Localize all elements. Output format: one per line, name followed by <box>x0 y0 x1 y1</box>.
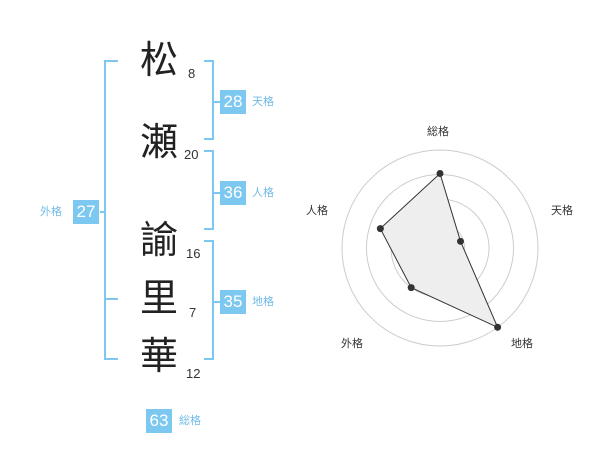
stroke-count-5: 12 <box>186 366 201 381</box>
tenkaku-connector <box>212 101 220 103</box>
stroke-count-2: 20 <box>184 147 199 162</box>
name-char-4: 里 <box>139 276 178 320</box>
soukaku-badge: 63 <box>146 409 172 433</box>
radar-point-3 <box>494 323 502 331</box>
gaikaku-bracket-vertical <box>104 60 106 360</box>
jinkaku-connector <box>212 192 220 194</box>
radar-axis-label-5: 人格 <box>306 204 328 217</box>
chikaku-label: 地格 <box>252 295 274 308</box>
name-char-3: 諭 <box>139 218 178 262</box>
chikaku-bracket-top <box>204 240 214 242</box>
jinkaku-bracket-bottom <box>204 228 214 230</box>
radar-point-1 <box>436 170 444 178</box>
chikaku-bracket-vertical <box>212 240 214 360</box>
gaikaku-bracket-bottom <box>104 358 118 360</box>
soukaku-label: 総格 <box>179 414 201 427</box>
radar-axis-label-4: 外格 <box>341 337 363 350</box>
radar-polygon <box>379 172 499 329</box>
radar-point-2 <box>457 237 465 245</box>
tenkaku-badge: 28 <box>220 90 246 114</box>
radar-point-4 <box>407 284 415 292</box>
jinkaku-label: 人格 <box>252 186 274 199</box>
chikaku-bracket-bottom <box>204 358 214 360</box>
radar-axis-label-2: 天格 <box>551 204 573 217</box>
chikaku-connector <box>212 301 220 303</box>
stroke-count-3: 16 <box>186 246 201 261</box>
stroke-count-1: 8 <box>188 66 196 81</box>
gaikaku-bracket-mid <box>104 298 118 300</box>
tenkaku-label: 天格 <box>252 95 274 108</box>
jinkaku-bracket-top <box>204 150 214 152</box>
radar-axis-label-3: 地格 <box>511 337 533 350</box>
jinkaku-bracket-vertical <box>212 150 214 230</box>
name-char-5: 華 <box>139 334 178 378</box>
gaikaku-connector <box>100 211 104 213</box>
radar-points <box>376 170 502 331</box>
radar-chart <box>341 149 539 347</box>
stroke-count-4: 7 <box>189 305 197 320</box>
name-char-1: 松 <box>139 38 178 82</box>
radar-ring-4 <box>341 149 539 347</box>
tenkaku-bracket-bottom <box>204 138 214 140</box>
gaikaku-bracket-top <box>104 60 118 62</box>
gaikaku-badge: 27 <box>73 200 99 224</box>
tenkaku-bracket-vertical <box>212 60 214 140</box>
radar-point-5 <box>376 225 384 233</box>
jinkaku-badge: 36 <box>220 181 246 205</box>
tenkaku-bracket-top <box>204 60 214 62</box>
name-char-2: 瀬 <box>139 120 178 164</box>
gaikaku-label: 外格 <box>40 205 62 218</box>
radar-axis-label-1: 総格 <box>427 125 449 138</box>
chikaku-badge: 35 <box>220 290 246 314</box>
